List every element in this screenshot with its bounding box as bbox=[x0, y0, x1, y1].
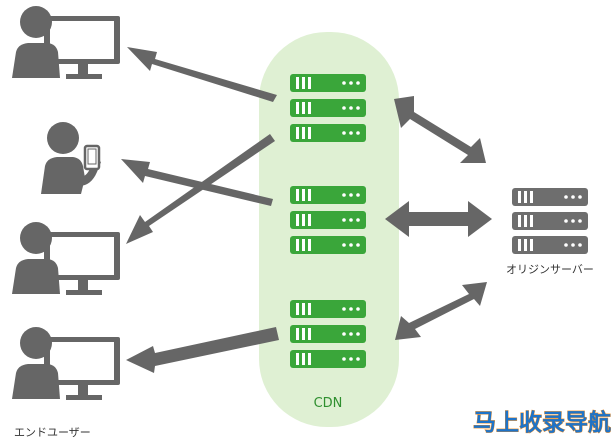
user-desktop-icon bbox=[12, 6, 120, 79]
arrow-cdn-origin-bottom bbox=[395, 282, 487, 340]
cdn-server-stack-1 bbox=[290, 74, 366, 142]
user-desktop-icon bbox=[12, 327, 120, 400]
svg-text:马上收录导航: 马上收录导航 bbox=[473, 409, 611, 436]
cdn-server-stack-3 bbox=[290, 300, 366, 368]
arrow-cdn-to-user-1 bbox=[127, 47, 277, 102]
user-desktop-icon bbox=[12, 222, 120, 295]
arrow-cdn-to-user-4 bbox=[126, 327, 279, 373]
user-phone-icon bbox=[39, 120, 103, 196]
cdn-server-stack-2 bbox=[290, 186, 366, 254]
watermark-logo: 马上收录导航 bbox=[473, 409, 611, 437]
origin-server-stack bbox=[512, 188, 588, 254]
origin-server-label: オリジンサーバー bbox=[506, 263, 594, 276]
cdn-label: CDN bbox=[314, 396, 343, 411]
arrow-cdn-to-user-2 bbox=[121, 159, 273, 206]
arrow-cdn-origin-middle bbox=[385, 201, 492, 237]
arrow-cdn-origin-top bbox=[394, 96, 486, 163]
arrows bbox=[121, 47, 492, 373]
end-user-label: エンドユーザー bbox=[14, 426, 91, 439]
